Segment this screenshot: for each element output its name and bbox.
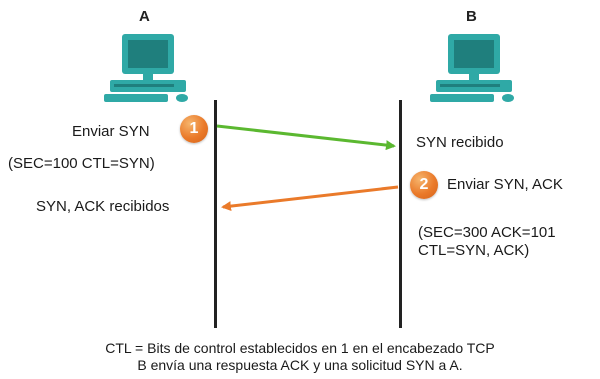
host-a-timeline — [214, 100, 217, 328]
send-syn-ack-label: Enviar SYN, ACK — [447, 176, 563, 193]
step-1-badge: 1 — [180, 115, 208, 143]
syn-received-label: SYN recibido — [416, 134, 504, 151]
syn-ack-params-line2: CTL=SYN, ACK) — [418, 242, 530, 259]
host-b-label: B — [466, 8, 477, 25]
host-b-timeline — [399, 100, 402, 328]
syn-ack-arrow — [221, 185, 399, 212]
computer-b-icon — [430, 34, 514, 102]
syn-ack-received-label: SYN, ACK recibidos — [36, 198, 170, 215]
caption-line-1: CTL = Bits de control establecidos en 1 … — [105, 340, 495, 356]
syn-params: (SEC=100 CTL=SYN) — [8, 155, 155, 172]
computer-a-icon — [104, 34, 188, 102]
host-a-label: A — [139, 8, 150, 25]
syn-arrow — [216, 124, 396, 151]
send-syn-label: Enviar SYN — [72, 123, 150, 140]
step-2-badge: 2 — [410, 171, 438, 199]
caption-line-2: B envía una respuesta ACK y una solicitu… — [137, 357, 463, 373]
syn-ack-params-line1: (SEC=300 ACK=101 — [418, 224, 556, 241]
